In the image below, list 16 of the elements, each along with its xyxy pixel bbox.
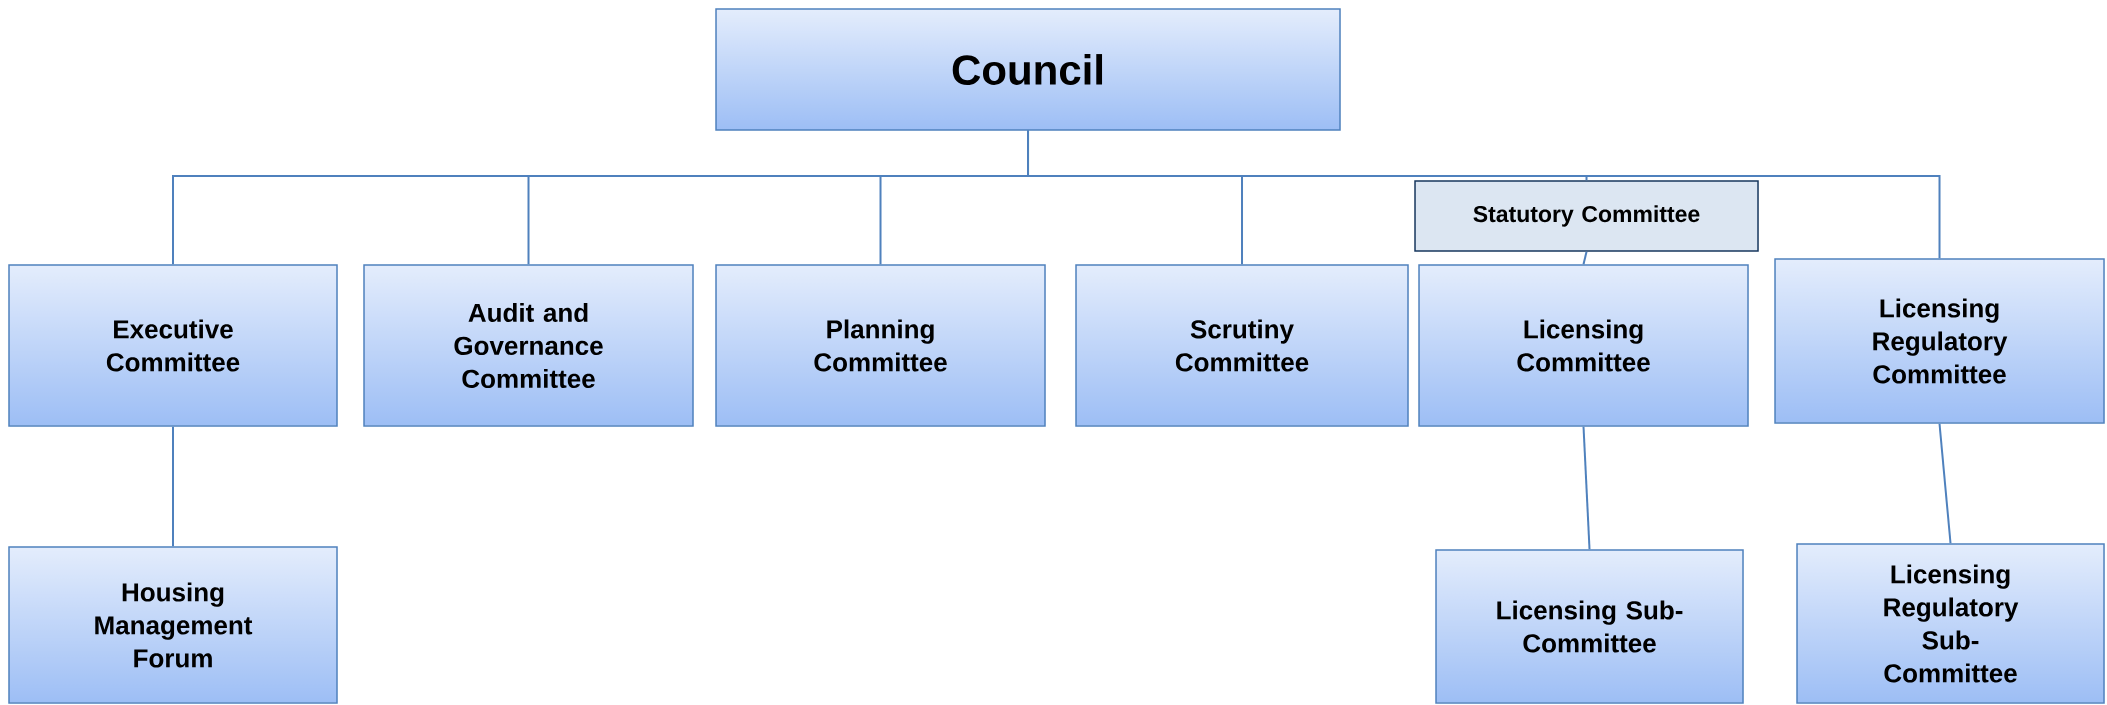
committee-box: Executive Committee <box>8 264 338 427</box>
committee-box: Licensing Regulatory Committee <box>1774 258 2105 424</box>
committee-box: Licensing Sub-Committee <box>1435 549 1744 704</box>
council-box: Council <box>715 8 1341 131</box>
connector-line <box>1582 250 1588 266</box>
committee-box: Licensing Regulatory Sub-Committee <box>1796 543 2105 704</box>
committee-box: Scrutiny Committee <box>1075 264 1409 427</box>
connector-line <box>1938 422 1952 545</box>
committee-box: Licensing Committee <box>1418 264 1749 427</box>
connector-line <box>1027 129 1941 260</box>
committee-box: Housing Management Forum <box>8 546 338 704</box>
statutory-tag-box: Statutory Committee <box>1414 180 1759 252</box>
connector-line <box>172 425 174 548</box>
committee-box: Planning Committee <box>715 264 1046 427</box>
connector-line <box>1582 425 1591 551</box>
committee-box: Audit and Governance Committee <box>363 264 694 427</box>
